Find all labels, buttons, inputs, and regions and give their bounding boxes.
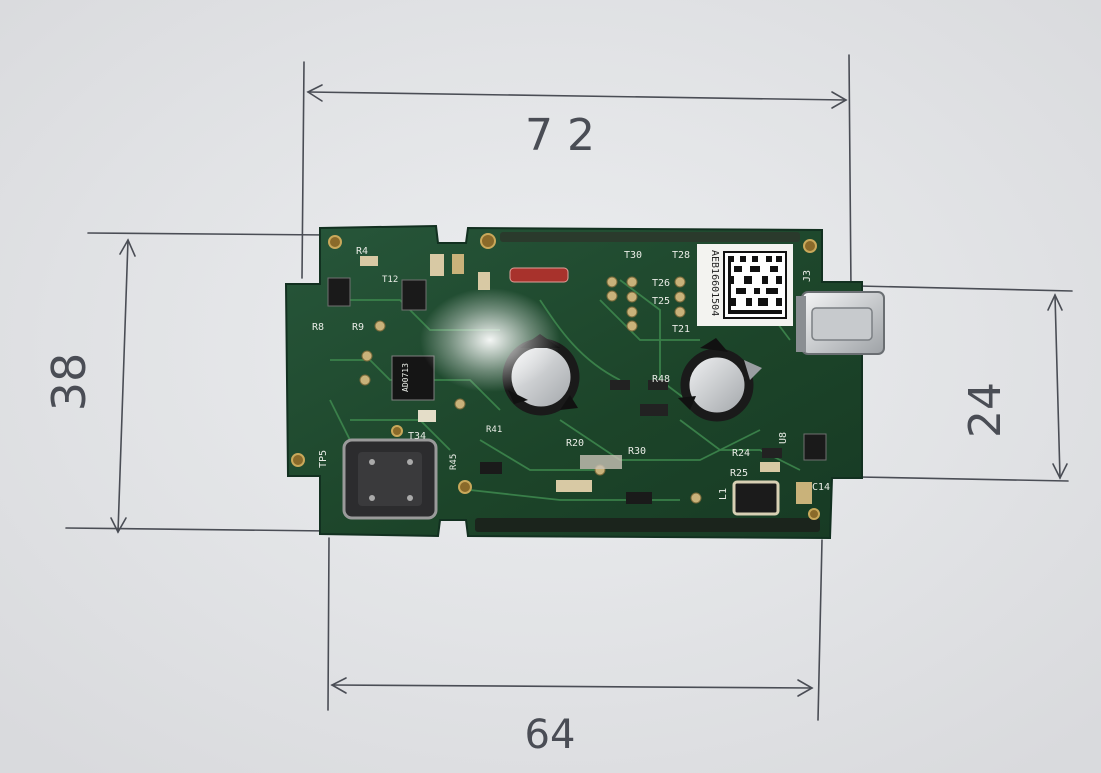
silk-r45: R45 [449,454,459,470]
test-pads [359,276,702,504]
silk-c14: C14 [812,482,830,493]
silk-t30: T30 [624,250,642,261]
silk-r20: R20 [566,438,584,449]
serial-number-text: AEB16601504 [709,250,720,316]
bottom-width-label: 64 [525,712,576,758]
dimension-lines [65,54,1073,721]
silk-t34: T34 [408,431,426,442]
silk-r24: R24 [732,448,750,459]
right-height-label: 24 [960,382,1011,438]
serial-label-sticker: AEB16601504 [697,244,793,326]
top-width-label: 7 2 [525,110,595,161]
silk-r48: R48 [652,374,670,385]
silk-r30: R30 [628,446,646,457]
silk-r8: R8 [312,322,324,333]
silk-t28: T28 [672,250,690,261]
light-glare [420,288,560,392]
pcb-board: AEB16601504 R4 T12 R8 R9 TP5 T34 AD0713 … [284,224,885,540]
silk-chip-mark: AD0713 [401,363,410,392]
silk-t26: T26 [652,278,670,289]
left-height-label: 38 [42,353,96,412]
crystal-component [509,267,569,283]
silk-u8: U8 [778,432,789,444]
datamatrix-barcode [723,251,787,319]
silk-t25: T25 [652,296,670,307]
buzzer-component [342,438,438,520]
silk-tp5: TP5 [318,450,329,468]
usb-connector [796,291,885,355]
silk-r41: R41 [486,425,502,435]
silk-r9: R9 [352,322,364,333]
header-pins-bottom [475,518,820,532]
silk-l1: L1 [718,488,729,500]
silk-r25: R25 [730,468,748,479]
silk-t21: T21 [672,324,690,335]
battery-clip-right [678,338,762,422]
silk-t12: T12 [382,275,398,285]
silk-r4: R4 [356,246,368,257]
smd-chips [327,254,827,504]
silkscreen-labels: R4 T12 R8 R9 TP5 T34 AD0713 T30 T28 T26 … [312,246,830,500]
header-pins-top [500,232,800,242]
inductor-l1 [732,480,780,516]
mounting-holes [291,233,820,520]
silk-j3: J3 [802,270,813,282]
